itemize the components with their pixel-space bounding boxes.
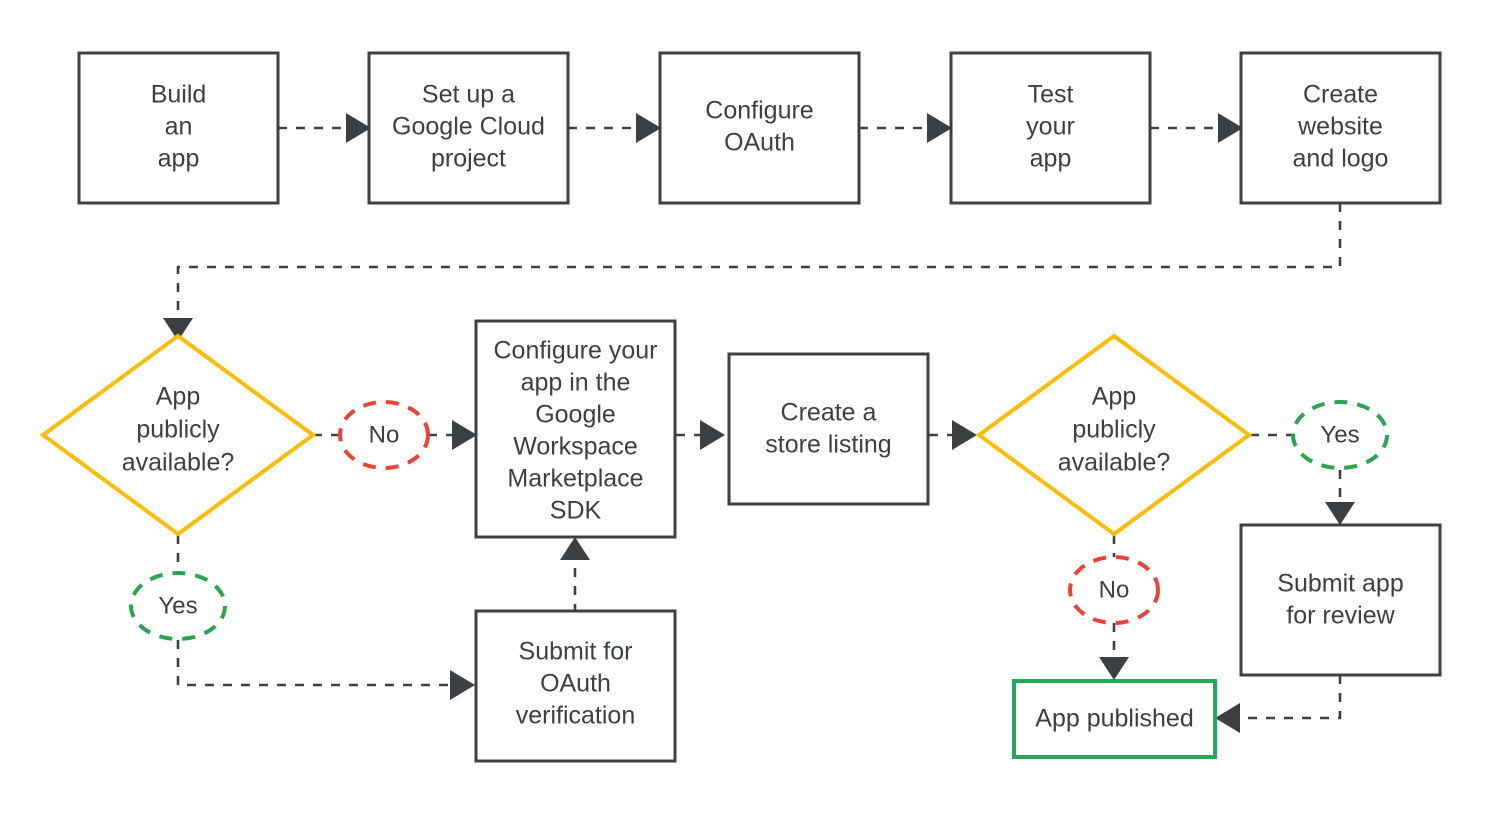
yes-bubble-left-shape [129,571,227,641]
arrowhead-no-to-apppublished [1099,657,1129,680]
node-test-your-app-line-2: app [1030,145,1072,173]
node-set-up-project-line-2: project [431,145,506,173]
arrowhead-sdk-to-storelisting [700,420,725,450]
node-submit-oauth-verification[interactable]: Submit for OAuth verification [474,609,677,763]
node-configure-sdk-line-5: SDK [550,497,602,525]
edge-yes-to-oauthverification [176,640,450,687]
node-configure-oauth-shape [658,51,861,205]
node-decision-right[interactable]: App publicly available? [975,333,1253,537]
arrowhead-oauthverification-to-sdk [560,537,590,560]
node-submit-oauth-verification-line-2: verification [516,702,636,730]
node-app-published-label: App published [1035,705,1193,733]
node-set-up-project-shape [367,51,570,205]
edge-website-to-decision-left [176,203,1342,318]
node-create-website-logo-line-0: Create [1303,81,1378,109]
arrowhead-yes-to-oauthverification [450,670,475,700]
no-bubble-right-shape [1068,555,1160,625]
node-decision-left-shape [39,333,317,537]
node-decision-right-line-1: publicly [1072,416,1156,444]
node-create-store-listing[interactable]: Create a store listing [727,352,930,506]
node-submit-oauth-verification-line-0: Submit for [519,638,633,666]
arrowhead-website-to-decision-left [163,318,193,341]
edge-label-left-yes: Yes [129,571,227,641]
arrowhead-setup-to-oauth [636,113,661,143]
node-create-website-logo-shape [1239,51,1442,205]
node-configure-sdk-line-1: app in the [521,369,631,397]
node-configure-oauth-line-0: Configure [705,97,813,125]
node-create-website-logo-line-1: website [1297,113,1383,141]
arrowhead-oauth-to-test [927,113,952,143]
node-build-an-app[interactable]: Build an app [77,51,280,205]
node-configure-sdk-line-3: Workspace [513,433,638,461]
node-create-store-listing-line-1: store listing [765,431,891,459]
arrowhead-storelisting-to-decisionright [952,420,977,450]
node-submit-app-review-line-0: Submit app [1277,570,1403,598]
edge-label-right-no: No [1068,555,1160,625]
arrowhead-build-to-setup [346,113,371,143]
node-create-store-listing-line-0: Create a [781,399,877,427]
node-set-up-project-line-0: Set up a [422,81,515,109]
node-test-your-app-shape [949,51,1152,205]
node-build-an-app-line-0: Build [151,81,207,109]
node-configure-sdk-line-0: Configure your [494,337,658,365]
node-submit-app-review-line-1: for review [1286,602,1395,630]
no-bubble-right-label: No [1099,576,1130,603]
node-create-website-logo-line-2: and logo [1293,145,1389,173]
node-configure-sdk[interactable]: Configure your app in the Google Workspa… [474,319,677,539]
arrowhead-test-to-website [1218,113,1243,143]
edge-label-left-no: No [338,400,430,470]
node-build-an-app-line-1: an [165,113,193,141]
node-app-published[interactable]: App published [1012,679,1217,759]
node-decision-left[interactable]: App publicly available? [39,333,317,537]
node-submit-app-review-shape [1239,523,1442,677]
node-configure-oauth[interactable]: Configure OAuth [658,51,861,205]
yes-bubble-right-label: Yes [1320,421,1359,448]
connectors-layer [163,113,1355,733]
node-test-your-app-line-0: Test [1028,81,1074,109]
node-configure-sdk-line-4: Marketplace [507,465,643,493]
node-submit-oauth-verification-line-1: OAuth [540,670,611,698]
node-set-up-project[interactable]: Set up a Google Cloud project [367,51,570,205]
edge-submitreview-to-apppublished [1240,675,1342,720]
node-create-store-listing-shape [727,352,930,506]
arrowhead-no-to-sdk [452,420,477,450]
node-test-your-app[interactable]: Test your app [949,51,1152,205]
node-decision-left-line-0: App [156,383,200,411]
node-app-published-shape [1012,679,1217,759]
edge-label-right-yes: Yes [1291,400,1389,470]
node-decision-left-line-2: available? [122,449,235,477]
node-configure-oauth-line-1: OAuth [724,129,795,157]
no-bubble-left-shape [338,400,430,470]
node-submit-app-review[interactable]: Submit app for review [1239,523,1442,677]
node-decision-left-line-1: publicly [136,416,220,444]
node-build-an-app-shape [77,51,280,205]
node-decision-right-line-0: App [1092,383,1136,411]
arrowhead-yes-to-submitreview [1325,502,1355,525]
node-configure-sdk-shape [474,319,677,539]
node-test-your-app-line-1: your [1026,113,1075,141]
arrowhead-submitreview-to-apppublished [1215,703,1240,733]
node-build-an-app-line-2: app [158,145,200,173]
node-set-up-project-line-1: Google Cloud [392,113,545,141]
no-bubble-left-label: No [369,421,400,448]
node-create-website-logo[interactable]: Create website and logo [1239,51,1442,205]
node-configure-sdk-line-2: Google [535,401,616,429]
node-decision-right-shape [975,333,1253,537]
node-submit-oauth-verification-shape [474,609,677,763]
yes-bubble-right-shape [1291,400,1389,470]
node-decision-right-line-2: available? [1058,449,1171,477]
yes-bubble-left-label: Yes [158,592,197,619]
